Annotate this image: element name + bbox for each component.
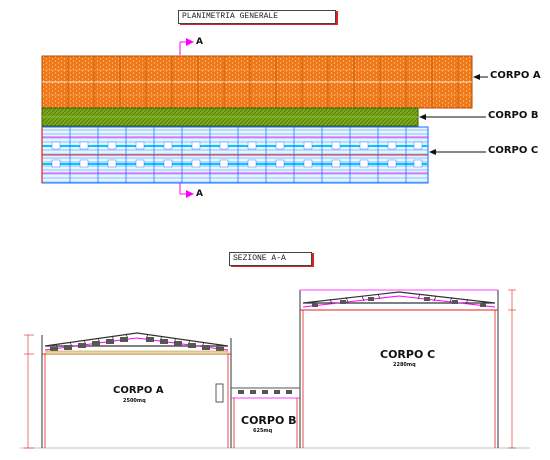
plan-drawing <box>41 38 488 198</box>
section-corpo-a <box>24 332 232 449</box>
section-marker-bottom <box>179 183 194 198</box>
section-marker-label-top: A <box>196 37 203 47</box>
callout-arrow-a <box>473 74 488 80</box>
section-corpo-b-name: CORPO B <box>241 414 297 427</box>
section-title: SEZIONE A-A <box>229 252 312 266</box>
plan-label-corpo-b: CORPO B <box>488 110 539 121</box>
section-marker-label-bottom: A <box>196 189 203 199</box>
section-marker-top <box>179 38 194 55</box>
plan-corpo-c <box>41 126 429 184</box>
section-corpo-c-name: CORPO C <box>380 348 436 361</box>
section-corpo-a-area: 2500mq <box>123 398 146 404</box>
plan-corpo-a <box>41 55 473 109</box>
callout-arrow-b <box>419 114 486 120</box>
callout-arrow-c <box>429 149 486 155</box>
section-drawing <box>20 289 530 449</box>
plan-corpo-b <box>41 107 419 127</box>
section-corpo-c <box>299 289 516 449</box>
section-corpo-a-name: CORPO A <box>113 385 164 396</box>
section-corpo-b <box>215 383 300 448</box>
section-corpo-c-area: 2280mq <box>393 362 416 368</box>
plan-label-corpo-a: CORPO A <box>490 70 541 81</box>
section-corpo-b-area: 625mq <box>253 428 273 434</box>
plan-label-corpo-c: CORPO C <box>488 145 539 156</box>
plan-title: PLANIMETRIA GENERALE <box>178 10 336 24</box>
